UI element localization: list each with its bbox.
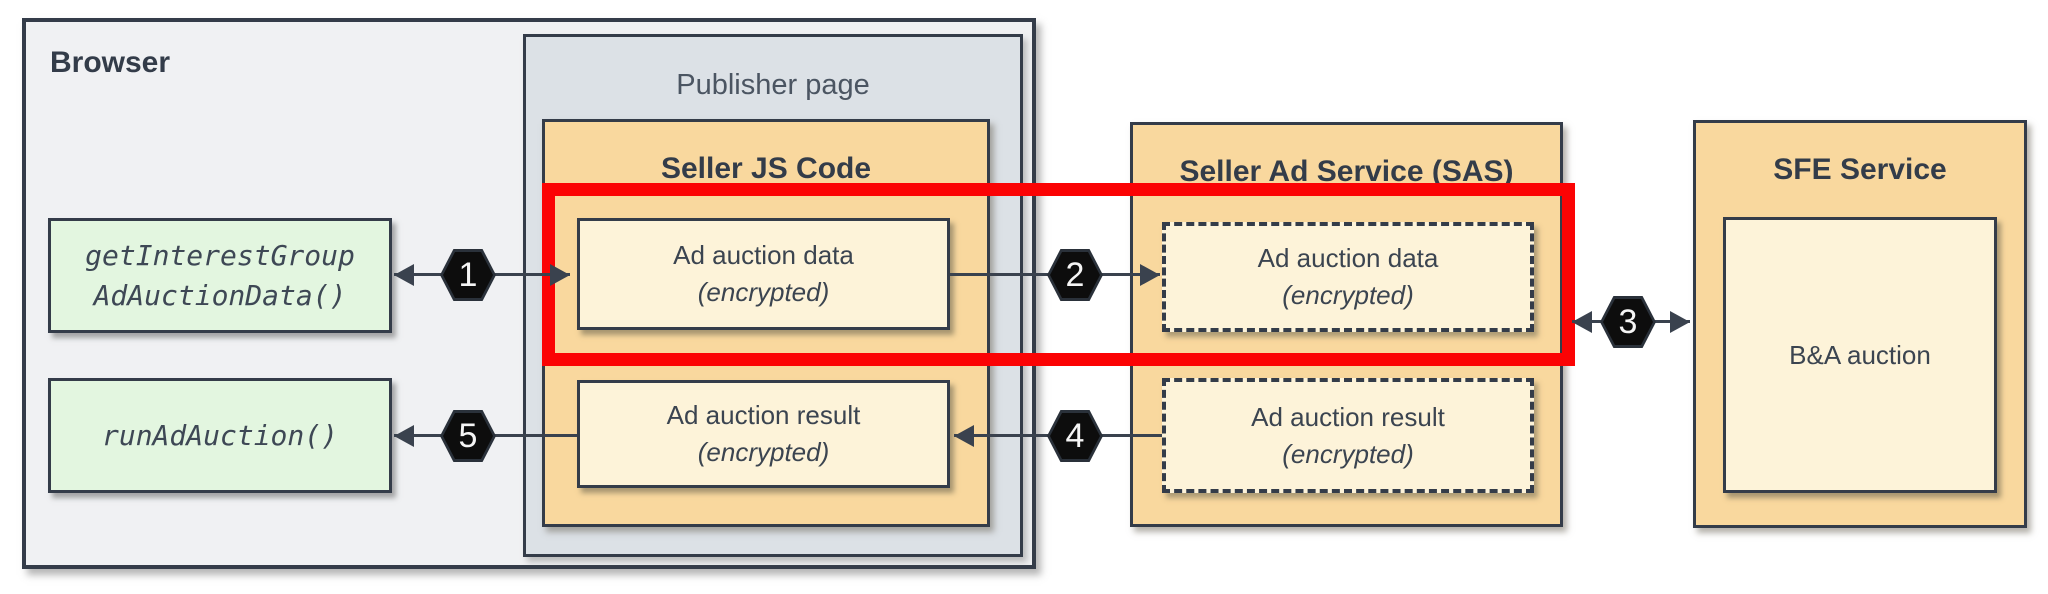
step-badge-1: 1 <box>440 249 496 301</box>
sas-ad-auction-result-encrypted-label: (encrypted) <box>1282 438 1414 469</box>
arrow-2-right-arrowhead <box>1140 264 1160 286</box>
arrow-3-left-arrowhead <box>1572 311 1592 333</box>
step-badge-1-bg <box>443 252 493 298</box>
sas-ad-auction-data-box: Ad auction data (encrypted) <box>1162 222 1534 332</box>
step-badge-3-bg <box>1603 299 1653 345</box>
step-1-number: 1 <box>458 256 478 294</box>
sas-ad-auction-result-label: Ad auction result <box>1251 401 1445 432</box>
step-badge-3: 3 <box>1600 296 1656 348</box>
sas-ad-auction-data-label: Ad auction data <box>1257 243 1439 273</box>
step-badge-5: 5 <box>440 410 496 462</box>
arrow-1-left-arrowhead <box>394 264 414 286</box>
run-ad-auction-box: runAdAuction() <box>48 378 392 493</box>
step-badge-4: 4 <box>1047 410 1103 462</box>
js-ad-auction-result-box: Ad auction result (encrypted) <box>577 380 950 488</box>
step-3-number: 3 <box>1618 303 1638 341</box>
step-2-number: 2 <box>1065 256 1085 294</box>
seller-js-code-title: Seller JS Code <box>660 152 872 185</box>
js-ad-auction-data-box: Ad auction data (encrypted) <box>577 218 950 330</box>
step-badge-2-bg <box>1050 252 1100 298</box>
arrow-5-left-arrowhead <box>394 425 414 447</box>
browser-label: Browser <box>50 46 171 79</box>
get-interest-group-ad-auction-data-box: getInterestGroup AdAuctionData() <box>48 218 392 333</box>
step-badge-2: 2 <box>1047 249 1103 301</box>
run-ad-auction-label: runAdAuction() <box>101 418 338 452</box>
get-interest-group-line1: getInterestGroup <box>85 238 355 272</box>
sfe-service-title: SFE Service <box>1773 153 1947 186</box>
step-4-number: 4 <box>1065 417 1085 455</box>
step-badge-5-bg <box>443 413 493 459</box>
step-badge-4-bg <box>1050 413 1100 459</box>
js-ad-auction-data-label: Ad auction data <box>673 240 854 270</box>
ba-auction-label: B&A auction <box>1789 339 1931 370</box>
js-ad-auction-result-encrypted-label: (encrypted) <box>697 437 830 467</box>
js-ad-auction-result-label: Ad auction result <box>666 400 861 430</box>
arrow-4-left-arrowhead <box>954 425 974 447</box>
sas-ad-auction-result-box: Ad auction result (encrypted) <box>1162 378 1534 493</box>
arrow-1-right-arrowhead <box>550 264 570 286</box>
js-ad-auction-data-encrypted-label: (encrypted) <box>697 277 830 307</box>
ba-auction-box: B&A auction <box>1723 217 1997 493</box>
step-5-number: 5 <box>458 417 478 455</box>
seller-ad-service-title: Seller Ad Service (SAS) <box>1179 155 1514 188</box>
publisher-page-label: Publisher page <box>676 69 870 101</box>
get-interest-group-line2: AdAuctionData() <box>93 278 347 312</box>
arrow-3-right-arrowhead <box>1670 311 1690 333</box>
sas-ad-auction-data-encrypted-label: (encrypted) <box>1282 280 1414 310</box>
